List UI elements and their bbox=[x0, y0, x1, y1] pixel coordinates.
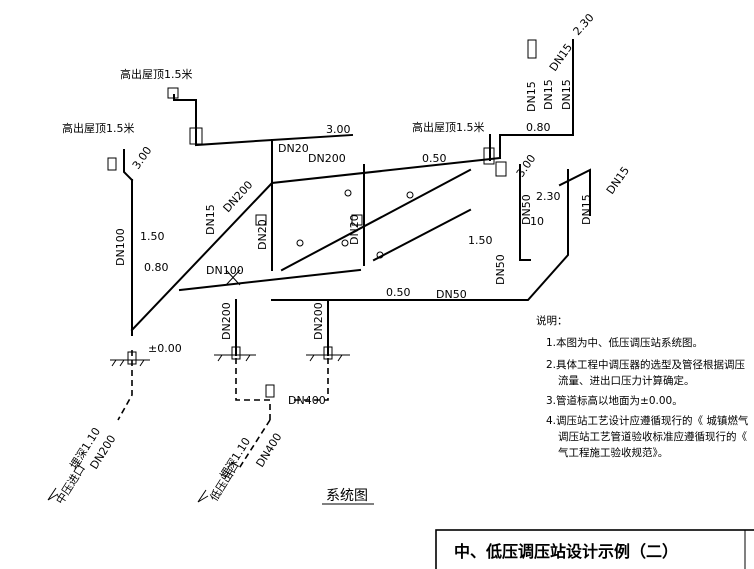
dn100-vert: DN100 bbox=[114, 228, 127, 266]
roof-label-b: 高出屋顶1.5米 bbox=[62, 121, 135, 135]
dn20-top: DN20 bbox=[278, 142, 309, 155]
dn15-mid: DN15 bbox=[204, 204, 217, 235]
elev-230-top: 2.30 bbox=[571, 11, 597, 38]
elev-150-right: 1.50 bbox=[468, 234, 493, 247]
gauge-3 bbox=[376, 251, 384, 259]
dn15-top-right-1: DN15 bbox=[547, 41, 575, 74]
dn50-vert-2: DN50 bbox=[494, 254, 507, 285]
note-4c: 气工程施工验收规范》。 bbox=[558, 446, 668, 459]
labels: 高出屋顶1.5米 高出屋顶1.5米 高出屋顶1.5米 DN15 DN15 DN1… bbox=[54, 11, 633, 506]
note-3: 3.管道标高以地面为±0.00。 bbox=[546, 394, 683, 407]
dn400-outlet: DN400 bbox=[254, 431, 285, 470]
dn15-top-right-4: DN15 bbox=[560, 79, 573, 110]
vent-hood-a bbox=[167, 87, 179, 99]
dn100-horizontal: DN100 bbox=[206, 264, 244, 277]
vent-hood-d bbox=[527, 39, 537, 59]
inlet-label: 中压进口 bbox=[54, 462, 88, 506]
dn50-horizontal: DN50 bbox=[436, 288, 467, 301]
fittings bbox=[47, 39, 537, 503]
elev-230-right: 2.30 bbox=[536, 190, 561, 203]
dn400-horizontal: DN400 bbox=[288, 394, 326, 407]
elev-300-right: 3.00 bbox=[514, 152, 539, 180]
dn15-top-right-2: DN15 bbox=[525, 81, 538, 112]
elev-300-mid: 3.00 bbox=[326, 123, 351, 136]
elev-050-low: 0.50 bbox=[386, 286, 411, 299]
valve-box-2 bbox=[351, 214, 363, 226]
notes-heading: 说明： bbox=[536, 314, 568, 327]
ground-hatch-3 bbox=[306, 354, 350, 362]
elev-080-left: 0.80 bbox=[144, 261, 169, 274]
dn50-vert-1: DN50 bbox=[520, 194, 533, 225]
gauge-1 bbox=[296, 239, 304, 247]
elev-10: 10 bbox=[530, 215, 544, 228]
elev-050-mid: 0.50 bbox=[422, 152, 447, 165]
gauge-5 bbox=[344, 189, 352, 197]
title-block-border bbox=[435, 529, 754, 569]
dn15-right-2: DN15 bbox=[604, 164, 632, 197]
note-1: 1.本图为中、低压调压站系统图。 bbox=[546, 336, 703, 349]
dn20-vert-1: DN20 bbox=[256, 219, 269, 250]
note-4b: 调压站工艺管道验收标准应遵循现行的《 bbox=[558, 430, 747, 443]
gauge-4 bbox=[406, 191, 414, 199]
dn200-top: DN200 bbox=[308, 152, 346, 165]
vent-cap bbox=[189, 127, 203, 145]
pipe-network bbox=[117, 39, 591, 471]
dn200-vert-2: DN200 bbox=[312, 302, 325, 340]
gauge-2 bbox=[341, 239, 349, 247]
note-4a: 4.调压站工艺设计应遵循现行的《 城镇燃气 bbox=[546, 414, 749, 427]
ground-hatch-1 bbox=[110, 359, 150, 367]
vent-hood-c bbox=[483, 147, 495, 165]
ground-marker-3 bbox=[127, 351, 137, 365]
ground-marker-1 bbox=[231, 346, 241, 360]
elev-300-left: 3.00 bbox=[130, 144, 155, 172]
gate-valve bbox=[225, 269, 241, 286]
note-2a: 2.具体工程中调压器的选型及管径根据调压 bbox=[546, 358, 746, 371]
note-2b: 流量、进出口压力计算确定。 bbox=[558, 374, 695, 387]
elev-000: ±0.00 bbox=[148, 342, 182, 355]
outlet-arrow bbox=[197, 489, 209, 503]
dn200-vert-1: DN200 bbox=[220, 302, 233, 340]
title-block-text: 中、低压调压站设计示例（二） bbox=[454, 542, 678, 561]
dn200-diag: DN200 bbox=[221, 178, 256, 215]
ground-hatch-2 bbox=[214, 354, 256, 362]
title-block: 中、低压调压站设计示例（二） bbox=[435, 529, 754, 569]
vent-hood-b bbox=[107, 157, 117, 171]
filter-box bbox=[495, 161, 507, 177]
roof-label-c: 高出屋顶1.5米 bbox=[412, 120, 485, 134]
valve-box bbox=[255, 214, 267, 226]
ground-marker-2 bbox=[323, 346, 333, 360]
dn15-right-1: DN15 bbox=[580, 194, 593, 225]
roof-label-a: 高出屋顶1.5米 bbox=[120, 67, 193, 81]
elev-150-left: 1.50 bbox=[140, 230, 165, 243]
elev-080-top: 0.80 bbox=[526, 121, 551, 134]
notes: 说明： 1.本图为中、低压调压站系统图。 2.具体工程中调压器的选型及管径根据调… bbox=[536, 314, 749, 459]
ground-marker-4 bbox=[265, 384, 275, 398]
dn15-top-right-3: DN15 bbox=[542, 79, 555, 110]
inlet-arrow bbox=[47, 487, 59, 501]
diagram-title: 系统图 bbox=[326, 488, 368, 504]
dn20-vert-2: DN20 bbox=[348, 214, 361, 245]
